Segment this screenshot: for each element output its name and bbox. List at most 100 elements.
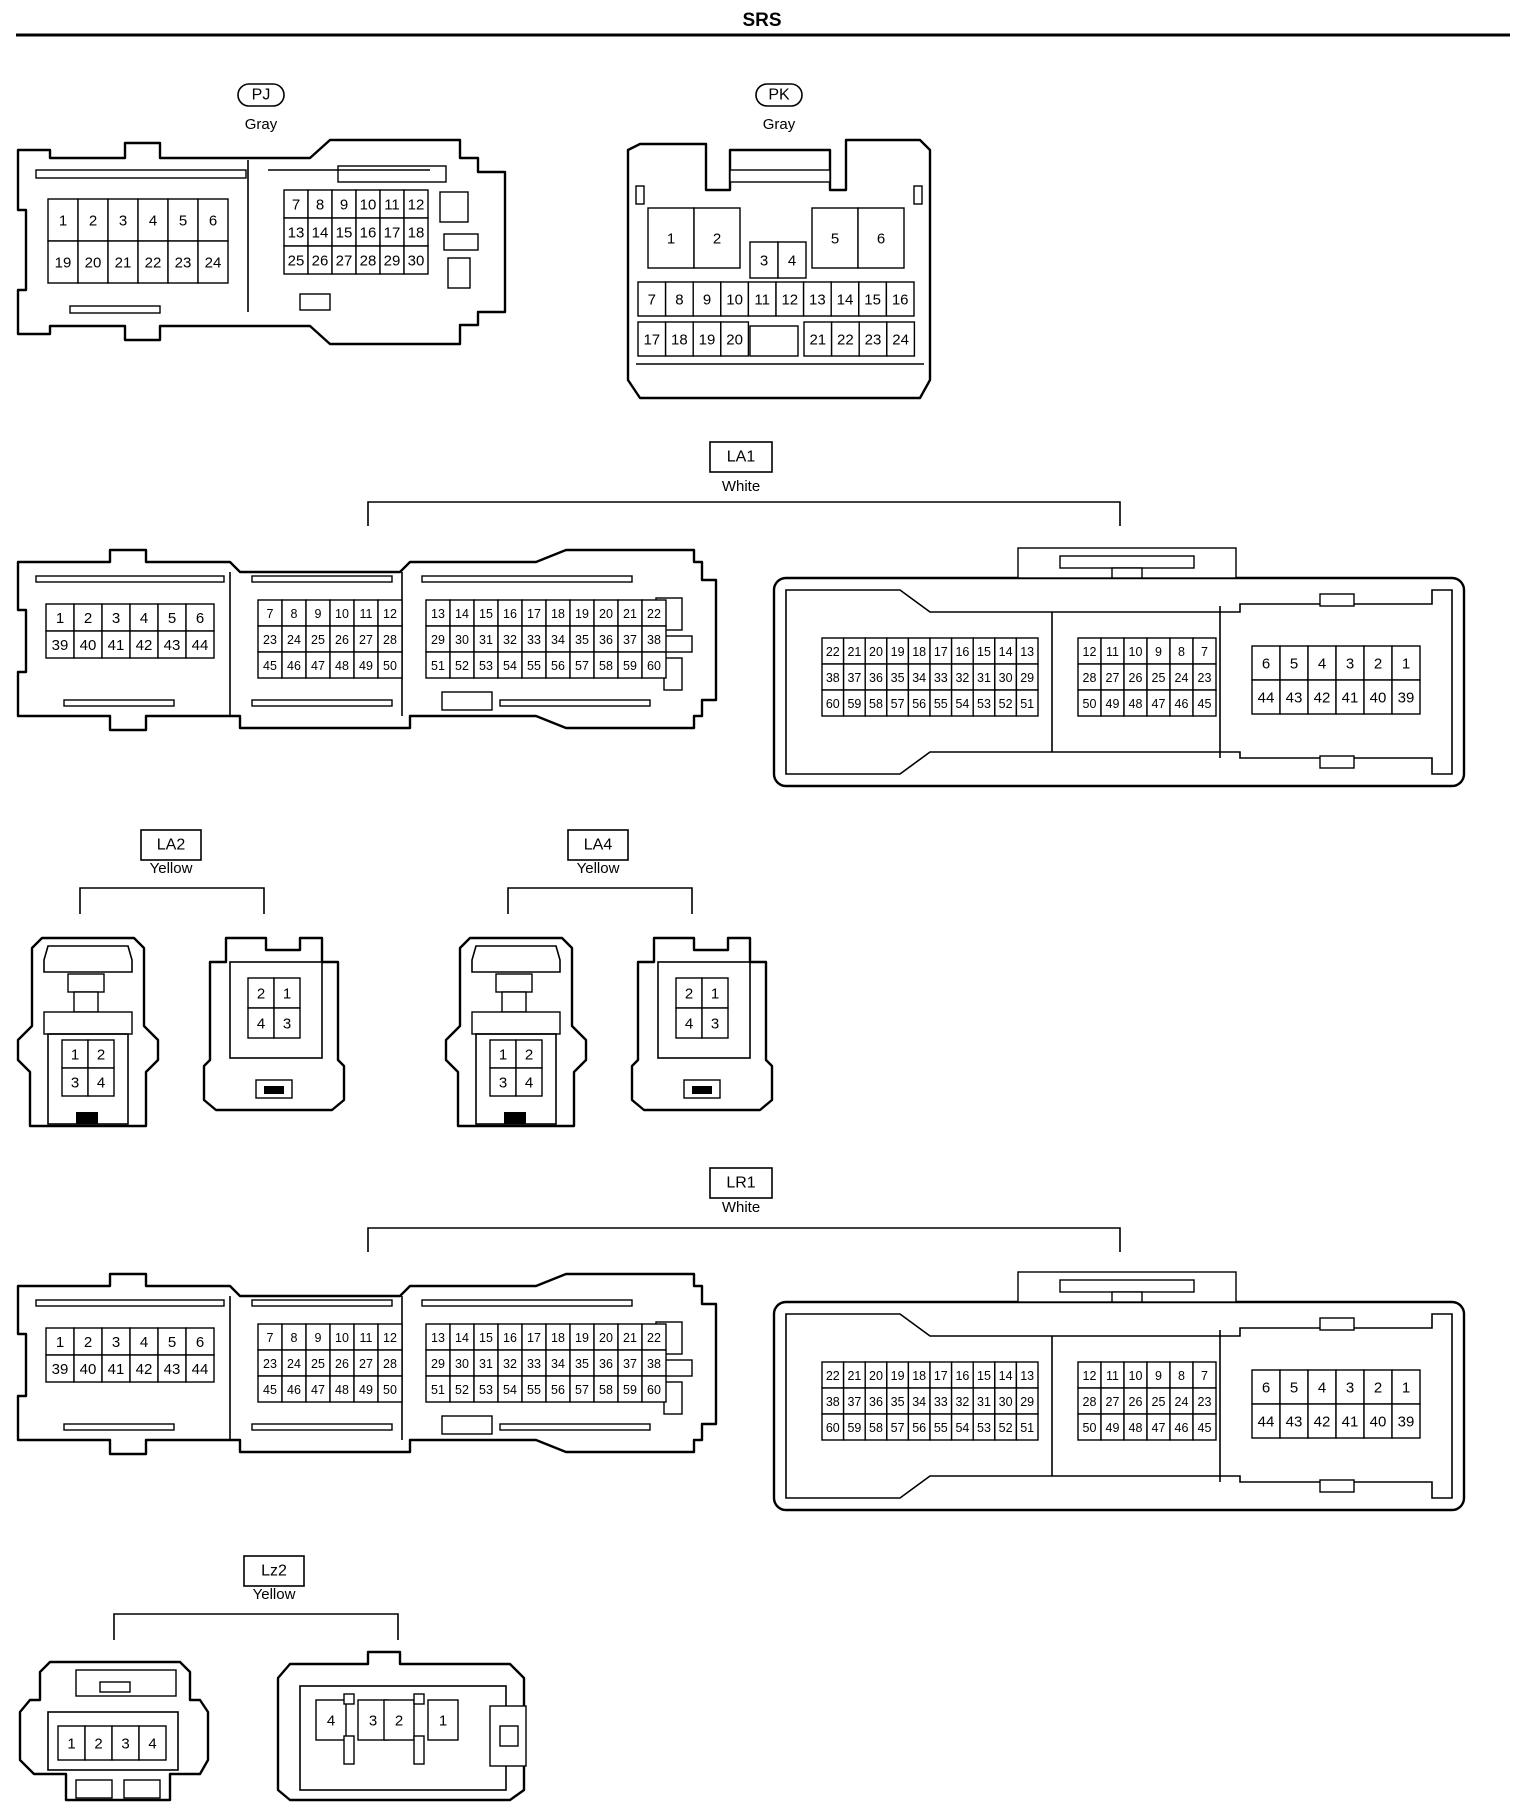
pin-number: 29 [1020,1395,1034,1409]
pin-number: 4 [1318,1380,1326,1397]
connector-code: LA4 [584,837,613,854]
pin-number: 60 [826,1421,840,1435]
connector-bracket [507,887,693,914]
pin-number: 34 [551,1357,565,1371]
connector-bracket [79,887,265,914]
pin-number: 9 [315,607,322,621]
pin-cell: 4 [247,1007,275,1039]
pin-number: 59 [623,659,637,673]
pin-number: 47 [1152,697,1166,711]
pin-number: 13 [431,1331,445,1345]
pin-number: 17 [527,607,541,621]
pin-number: 3 [1346,1380,1354,1397]
pin-cell: 9 [331,189,357,219]
pin-cell: 11 [747,281,777,317]
pin-number: 1 [71,1047,79,1064]
connector-housing [630,936,774,1112]
pin-cell: 33 [521,625,547,653]
pin-cell: 18 [545,599,571,627]
pin-cell: 33 [929,1387,953,1415]
pin-cell: 48 [1123,1413,1148,1441]
pin-number: 42 [136,637,153,654]
pin-number: 3 [1346,656,1354,673]
pin-number: 37 [847,1395,861,1409]
pin-number: 33 [934,1395,948,1409]
pin-number: 21 [623,1331,637,1345]
pin-number: 18 [551,1331,565,1345]
pin-cell: 30 [994,663,1018,691]
pin-number: 24 [205,255,222,272]
pin-cell: 44 [1251,1403,1281,1439]
pin-cell: 52 [449,651,475,679]
pin-number: 24 [1175,1395,1189,1409]
pin-cell: 47 [1146,689,1171,717]
pin-cell: 55 [929,1413,953,1441]
pin-number: 9 [340,197,348,214]
pin-cell: 26 [1123,1387,1148,1415]
connector-housing [626,138,932,400]
pin-cell: 11 [379,189,405,219]
pin-cell: 7 [637,281,667,317]
pin-number: 24 [1175,671,1189,685]
pin-number: 14 [999,645,1013,659]
pin-cell: 17 [637,321,667,357]
pin-cell: 29 [1015,1387,1039,1415]
pin-cell: 2 [73,603,103,632]
pin-cell: 16 [355,217,381,247]
pin-number: 30 [408,253,425,270]
pin-number: 6 [209,213,217,230]
pin-number: 48 [335,659,349,673]
pin-number: 22 [647,607,661,621]
pin-cell: 54 [497,651,523,679]
pin-cell: 46 [281,1375,307,1403]
pin-number: 7 [1201,1369,1208,1383]
pin-number: 38 [647,1357,661,1371]
pin-cell: 12 [1077,637,1102,665]
pin-number: 15 [479,1331,493,1345]
pin-number: 55 [527,659,541,673]
pin-number: 18 [671,332,688,349]
pin-cell: 15 [331,217,357,247]
pin-number: 18 [912,645,926,659]
pin-cell: 39 [1391,1403,1421,1439]
pin-number: 3 [112,1334,120,1351]
pin-number: 21 [623,607,637,621]
pin-cell: 21 [803,321,833,357]
pin-number: 30 [455,1357,469,1371]
pin-cell: 29 [1015,663,1039,691]
pin-cell: 1 [45,603,75,632]
pin-number: 15 [336,225,353,242]
pin-cell: 26 [1123,663,1148,691]
pin-number: 3 [711,1016,719,1033]
pin-cell: 12 [403,189,429,219]
pin-number: 55 [527,1383,541,1397]
pin-number: 22 [647,1331,661,1345]
pin-cell: 43 [157,1354,187,1383]
pin-number: 43 [1286,1414,1303,1431]
pin-cell: 51 [1015,1413,1039,1441]
pin-cell: 57 [886,689,910,717]
pin-cell: 7 [257,599,283,627]
pin-cell: 13 [802,281,832,317]
pin-number: 17 [934,1369,948,1383]
pin-cell: 2 [84,1725,113,1761]
pin-cell: 27 [331,245,357,275]
pin-number: 8 [1178,645,1185,659]
pin-number: 19 [575,607,589,621]
pin-cell: 28 [355,245,381,275]
pin-number: 20 [599,607,613,621]
connector-housing [16,138,507,346]
pin-number: 43 [164,637,181,654]
pin-cell: 56 [545,1375,571,1403]
pin-cell: 5 [1279,1369,1309,1405]
pin-cell: 23 [257,1349,283,1377]
pin-number: 50 [383,1383,397,1397]
pin-cell: 24 [281,625,307,653]
pin-cell: 45 [1192,689,1217,717]
pin-cell: 57 [569,651,595,679]
pin-cell: 1 [273,977,301,1009]
pin-cell: 22 [830,321,860,357]
